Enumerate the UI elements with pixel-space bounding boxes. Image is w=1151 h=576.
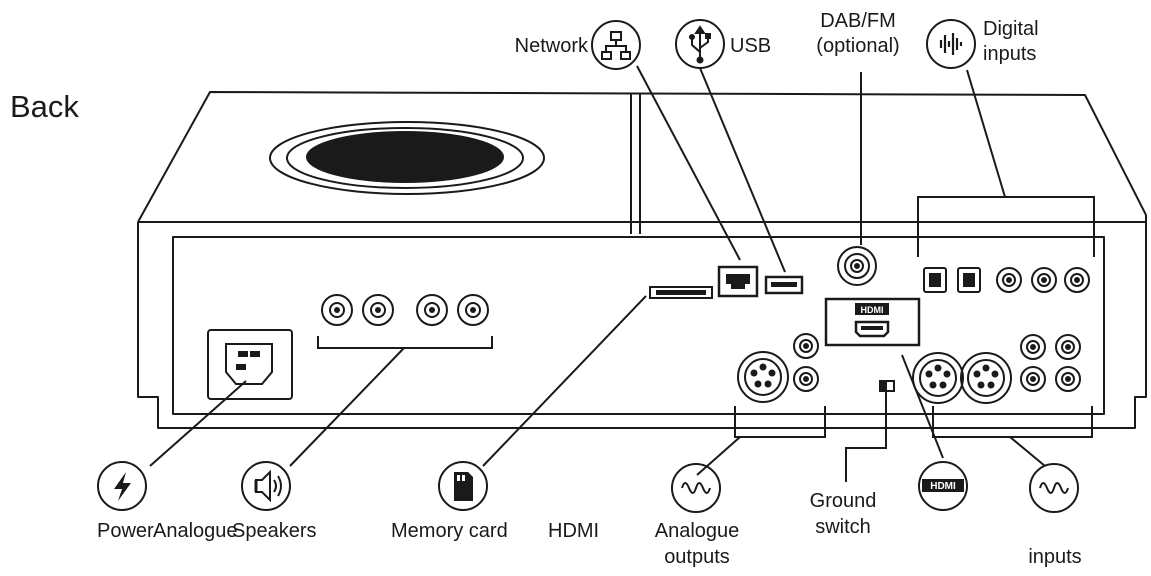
label-dab-line1: DAB/FM — [820, 10, 896, 32]
speaker-terminals — [317, 294, 493, 349]
label-memory-card: Memory card — [391, 520, 508, 542]
top-dial — [269, 121, 545, 195]
coax-digital-inputs — [996, 267, 1090, 293]
lightning-bolt-icon — [97, 461, 147, 511]
label-dab-line2: (optional) — [816, 35, 899, 57]
label-analogue-outputs-line1: Analogue — [655, 520, 740, 542]
label-hdmi: HDMI — [548, 520, 599, 542]
hdmi-icon-text: HDMI — [930, 481, 956, 492]
analogue-output-sine-icon — [671, 463, 721, 513]
label-inputs: inputs — [1028, 546, 1081, 568]
label-network: Network — [515, 35, 589, 57]
label-usb: USB — [730, 35, 771, 57]
label-power: Power — [97, 520, 154, 542]
device-body — [137, 91, 1147, 429]
memory-card-slot — [649, 286, 713, 299]
hdmi-port-logo: HDMI — [861, 305, 884, 315]
hdmi-logo-icon: HDMI — [918, 461, 968, 511]
ground-switch — [879, 380, 895, 392]
analogue-input-ports — [912, 334, 1093, 438]
optical-inputs — [923, 267, 981, 293]
analogue-input-sine-icon — [1029, 463, 1079, 513]
usb-icon — [675, 19, 725, 69]
dab-fm-connector — [837, 246, 877, 286]
digital-inputs-bracket — [917, 196, 1095, 257]
label-digital-line2: inputs — [983, 43, 1036, 65]
network-icon — [591, 20, 641, 70]
label-analogue-outputs-line2: outputs — [664, 546, 730, 568]
memory-card-icon — [438, 461, 488, 511]
speaker-icon — [241, 461, 291, 511]
label-speakers: Speakers — [232, 520, 317, 542]
hdmi-port: HDMI — [824, 297, 921, 347]
usb-port — [764, 275, 804, 295]
label-ground-line1: Ground — [810, 490, 877, 512]
label-analogue-overlap: Analogue — [153, 520, 238, 542]
label-digital-line1: Digital — [983, 18, 1039, 40]
label-ground-line2: switch — [815, 516, 871, 538]
ethernet-port — [717, 265, 759, 298]
analogue-output-ports — [734, 333, 826, 438]
power-socket — [207, 329, 293, 400]
digital-waveform-icon — [926, 19, 976, 69]
leader-lines — [149, 65, 1046, 482]
title: Back — [10, 89, 79, 124]
